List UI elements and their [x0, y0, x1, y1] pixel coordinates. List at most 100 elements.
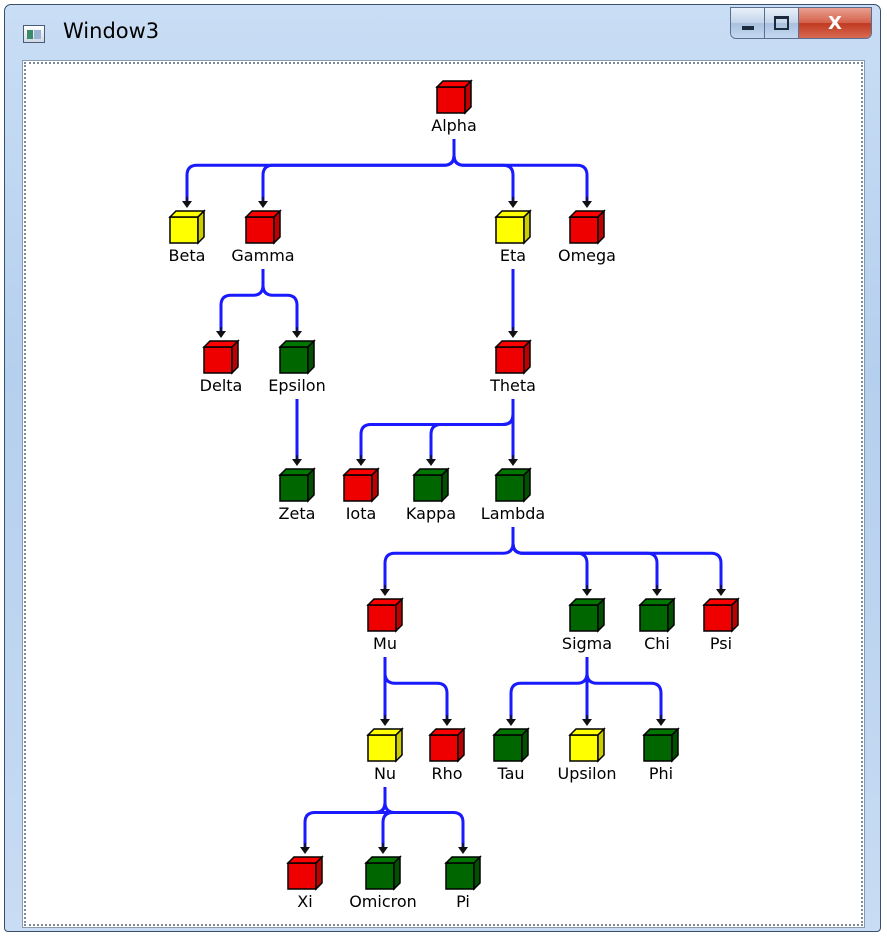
connector-gamma-epsilon [261, 269, 299, 331]
cube-side [597, 209, 605, 245]
node-alpha[interactable]: Alpha [431, 79, 477, 135]
node-theta[interactable]: Theta [489, 339, 536, 395]
cube-front [569, 604, 599, 632]
cube-side [393, 855, 401, 891]
node-chi[interactable]: Chi [638, 597, 676, 653]
node-pi[interactable]: Pi [444, 855, 482, 911]
cube-side [731, 597, 739, 633]
node-label: Iota [346, 504, 377, 523]
title-bar[interactable]: Window3 X [5, 5, 880, 57]
cube-side [307, 339, 315, 375]
arrowhead-eta [508, 201, 518, 208]
arrowhead-beta [182, 201, 192, 208]
node-mu[interactable]: Mu [366, 597, 404, 653]
cube-front [639, 604, 669, 632]
arrowhead-phi [656, 719, 666, 726]
cube-side [231, 339, 239, 375]
node-kappa[interactable]: Kappa [406, 467, 456, 523]
node-label: Theta [489, 376, 536, 395]
arrowhead-xi [300, 847, 310, 854]
cube-side [523, 209, 531, 245]
cube-side [671, 727, 679, 763]
cube-side [457, 727, 465, 763]
node-xi[interactable]: Xi [286, 855, 324, 911]
arrowhead-nu [380, 719, 390, 726]
cube-front [495, 216, 525, 244]
node-beta[interactable]: Beta [168, 209, 206, 265]
caption-buttons: X [730, 7, 872, 39]
connector-mu-rho [383, 657, 449, 719]
cube-side [521, 727, 529, 763]
cube-front [367, 734, 397, 762]
node-iota[interactable]: Iota [342, 467, 380, 523]
arrowhead-omicron [378, 847, 388, 854]
node-phi[interactable]: Phi [642, 727, 680, 783]
node-psi[interactable]: Psi [702, 597, 740, 653]
cube-front [643, 734, 673, 762]
connector-nu-xi [303, 787, 387, 847]
arrowhead-rho [442, 719, 452, 726]
cube-front [495, 474, 525, 502]
cube-front [493, 734, 523, 762]
cube-side [273, 209, 281, 245]
node-epsilon[interactable]: Epsilon [268, 339, 326, 395]
arrowhead-lambda [508, 459, 518, 466]
cube-front [445, 862, 475, 890]
connector-lambda-mu [383, 527, 515, 589]
minimize-button[interactable] [731, 8, 765, 38]
arrowhead-tau [506, 719, 516, 726]
node-sigma[interactable]: Sigma [562, 597, 612, 653]
node-omicron[interactable]: Omicron [349, 855, 417, 911]
cube-front [367, 604, 397, 632]
node-label: Zeta [279, 504, 316, 523]
window-app-icon[interactable] [23, 25, 45, 43]
cube-front [413, 474, 443, 502]
arrowhead-epsilon [292, 331, 302, 338]
cube-side [395, 597, 403, 633]
cube-front [569, 734, 599, 762]
node-label: Omicron [349, 892, 417, 911]
node-label: Delta [200, 376, 243, 395]
connector-alpha-eta [452, 139, 515, 201]
arrowhead-psi [716, 589, 726, 596]
node-omega[interactable]: Omega [558, 209, 616, 265]
minimize-icon [741, 26, 754, 30]
arrowhead-iota [356, 459, 366, 466]
node-upsilon[interactable]: Upsilon [557, 727, 617, 783]
close-button[interactable]: X [799, 8, 871, 38]
node-rho[interactable]: Rho [428, 727, 466, 783]
connector-lambda-sigma [511, 527, 589, 589]
connector-lambda-psi [511, 527, 723, 589]
cube-front [279, 346, 309, 374]
node-label: Eta [500, 246, 526, 265]
maximize-button[interactable] [765, 8, 799, 38]
node-zeta[interactable]: Zeta [278, 467, 316, 523]
cube-front [495, 346, 525, 374]
node-label: Lambda [481, 504, 545, 523]
cube-side [307, 467, 315, 503]
cube-side [597, 597, 605, 633]
connector-alpha-beta [185, 139, 456, 201]
arrowhead-theta [508, 331, 518, 338]
node-eta[interactable]: Eta [494, 209, 532, 265]
connector-theta-iota [359, 399, 515, 459]
cube-side [395, 727, 403, 763]
node-label: Gamma [231, 246, 294, 265]
close-icon: X [828, 12, 842, 34]
focus-rectangle [24, 62, 863, 926]
node-delta[interactable]: Delta [200, 339, 243, 395]
cube-front [287, 862, 317, 890]
node-nu[interactable]: Nu [366, 727, 404, 783]
node-label: Sigma [562, 634, 612, 653]
maximize-icon [774, 16, 789, 30]
cube-front [169, 216, 199, 244]
arrowhead-delta [216, 331, 226, 338]
cube-front [569, 216, 599, 244]
node-lambda[interactable]: Lambda [481, 467, 545, 523]
cube-side [371, 467, 379, 503]
node-tau[interactable]: Tau [492, 727, 530, 783]
arrowhead-upsilon [582, 719, 592, 726]
cube-side [464, 79, 472, 115]
node-gamma[interactable]: Gamma [231, 209, 295, 265]
